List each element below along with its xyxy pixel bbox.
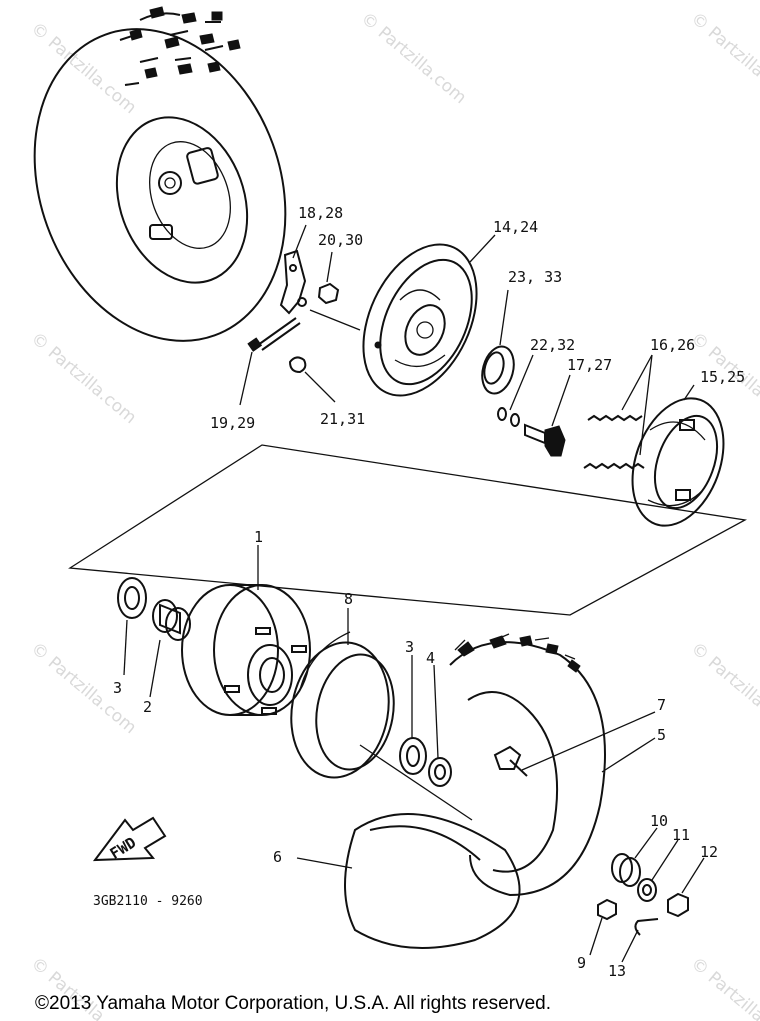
brake-shoe-plate (362, 243, 478, 397)
wheel-hub-1 (181, 584, 311, 716)
callout-8: 8 (344, 590, 353, 608)
watermark-layer: © Partzilla.com © Partzilla.com © Partzi… (27, 9, 760, 1021)
callout-22-32: 22,32 (530, 336, 575, 354)
callout-18-28: 18,28 (298, 204, 343, 222)
callout-6: 6 (273, 848, 282, 866)
leader-lines (123, 224, 705, 963)
callout-23-33: 23, 33 (508, 268, 562, 286)
cotter-pin-13 (634, 918, 659, 936)
diagram-part-code: 3GB2110 - 9260 (93, 894, 203, 909)
bearing-3-left (117, 577, 147, 619)
callout-21-31: 21,31 (320, 410, 365, 428)
callout-1: 1 (254, 528, 263, 546)
watermark: © Partzilla.com (687, 639, 760, 739)
watermark: © Partzilla.com (27, 329, 140, 429)
watermark: © Partzilla.com (687, 9, 760, 109)
brake-drum-8 (290, 631, 395, 779)
brake-shoes-15-25 (631, 397, 725, 527)
callout-20-30: 20,30 (318, 231, 363, 249)
copyright-notice: ©2013 Yamaha Motor Corporation, U.S.A. A… (35, 993, 551, 1014)
spacer-10 (611, 853, 641, 887)
spacer-2 (152, 599, 191, 641)
callout-19-29: 19,29 (210, 414, 255, 432)
callout-12: 12 (700, 843, 718, 861)
brake-camshaft-lever (247, 249, 361, 374)
watermark: © Partzilla.com (357, 9, 470, 109)
assembly-outline (68, 444, 748, 616)
rim-half-5 (449, 633, 606, 897)
forward-direction-arrow: FWD (92, 816, 167, 863)
callout-7: 7 (657, 696, 666, 714)
callout-2: 2 (143, 698, 152, 716)
rim-half-6 (344, 813, 521, 949)
callout-16-26: 16,26 (650, 336, 695, 354)
callout-3-right: 3 (405, 638, 414, 656)
bearing-3-right (399, 737, 427, 775)
callouts: 18,28 20,30 14,24 23, 33 22,32 17,27 16,… (113, 204, 745, 980)
callout-3-left: 3 (113, 679, 122, 697)
callout-15-25: 15,25 (700, 368, 745, 386)
watermark: © Partzilla.com (687, 954, 760, 1021)
nut-9 (597, 898, 617, 921)
o-ring-22-32 (497, 407, 520, 427)
collar-4 (428, 757, 452, 787)
callout-5: 5 (657, 726, 666, 744)
callout-9: 9 (577, 954, 586, 972)
assembled-wheel-illustration (33, 6, 287, 342)
castle-nut-12 (667, 892, 689, 918)
washer-11 (637, 878, 657, 902)
callout-11: 11 (672, 826, 690, 844)
valve-7 (493, 745, 528, 777)
callout-13: 13 (608, 962, 626, 980)
callout-14-24: 14,24 (493, 218, 538, 236)
watermark: © Partzilla.com (27, 639, 140, 739)
callout-4: 4 (426, 649, 435, 667)
brake-camshaft-17-27 (524, 423, 566, 457)
callout-17-27: 17,27 (567, 356, 612, 374)
callout-10: 10 (650, 812, 668, 830)
oil-seal-23-33 (481, 345, 515, 395)
